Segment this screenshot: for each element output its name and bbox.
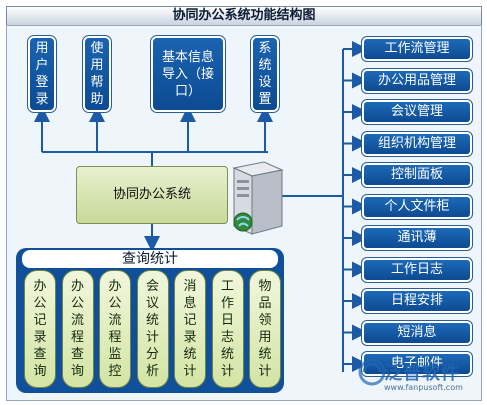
right-module-6[interactable]: 通讯薄: [361, 225, 473, 251]
stats-item-label: 会议统计分析: [145, 279, 159, 379]
stats-item-label: 办公记录查询: [33, 279, 47, 379]
stats-header: 查询统计: [22, 250, 278, 268]
stats-item-label: 办公流程查询: [70, 279, 84, 379]
center-system-box[interactable]: 协同办公系统: [76, 166, 228, 224]
stats-item-0[interactable]: 办公记录查询: [24, 270, 56, 388]
stats-item-1[interactable]: 办公流程查询: [61, 270, 94, 388]
stats-item-4[interactable]: 消息记录统计: [174, 270, 206, 388]
stats-item-label: 消息记录统计: [183, 279, 197, 379]
watermark-text: 泛普软件: [384, 363, 460, 384]
module-help[interactable]: 使用帮助: [82, 35, 112, 113]
right-module-label: 组织机构管理: [377, 135, 456, 151]
right-module-label: 会议管理: [390, 104, 443, 119]
right-module-label: 个人文件柜: [384, 198, 450, 214]
stats-item-label: 工作日志统计: [220, 279, 234, 379]
module-user-login-label: 用户登录: [35, 41, 49, 107]
right-module-2[interactable]: 会议管理: [361, 99, 473, 125]
right-module-label: 工作日志: [390, 261, 443, 277]
module-basic-info-import-label: 基本信息导入（接口）: [162, 49, 215, 99]
right-module-1[interactable]: 办公用品管理: [361, 67, 473, 94]
module-help-label: 使用帮助: [90, 41, 104, 107]
watermark-logo: [358, 358, 386, 386]
stats-item-6[interactable]: 物品领用统计: [249, 270, 281, 388]
right-module-label: 工作流管理: [384, 41, 450, 56]
stats-item-3[interactable]: 会议统计分析: [136, 270, 169, 388]
right-module-7[interactable]: 工作日志: [361, 256, 473, 283]
stats-item-label: 办公流程监控: [108, 279, 122, 379]
module-basic-info-import[interactable]: 基本信息导入（接口）: [150, 35, 226, 113]
right-module-3[interactable]: 组织机构管理: [361, 130, 473, 157]
right-module-label: 通讯薄: [397, 230, 437, 245]
right-module-4[interactable]: 控制面板: [361, 162, 473, 188]
stats-item-5[interactable]: 工作日志统计: [211, 270, 244, 388]
center-system-label: 协同办公系统: [112, 187, 191, 202]
right-module-0[interactable]: 工作流管理: [361, 36, 473, 62]
right-module-5[interactable]: 个人文件柜: [361, 193, 473, 220]
watermark-url: www.fanpusoft.com: [384, 383, 463, 392]
stats-item-2[interactable]: 办公流程监控: [99, 270, 131, 388]
right-module-label: 办公用品管理: [377, 72, 456, 88]
right-module-9[interactable]: 短消息: [361, 319, 473, 346]
right-module-label: 控制面板: [390, 167, 443, 182]
stats-item-label: 物品领用统计: [258, 279, 272, 379]
right-module-label: 电子邮件: [390, 356, 443, 371]
module-system-settings[interactable]: 系统设置: [250, 35, 280, 113]
module-user-login[interactable]: 用户登录: [27, 35, 57, 113]
right-module-8[interactable]: 日程安排: [361, 288, 473, 314]
right-module-label: 日程安排: [390, 293, 443, 308]
module-system-settings-label: 系统设置: [258, 41, 272, 107]
server-icon: [232, 161, 284, 235]
right-module-label: 短消息: [397, 324, 437, 340]
